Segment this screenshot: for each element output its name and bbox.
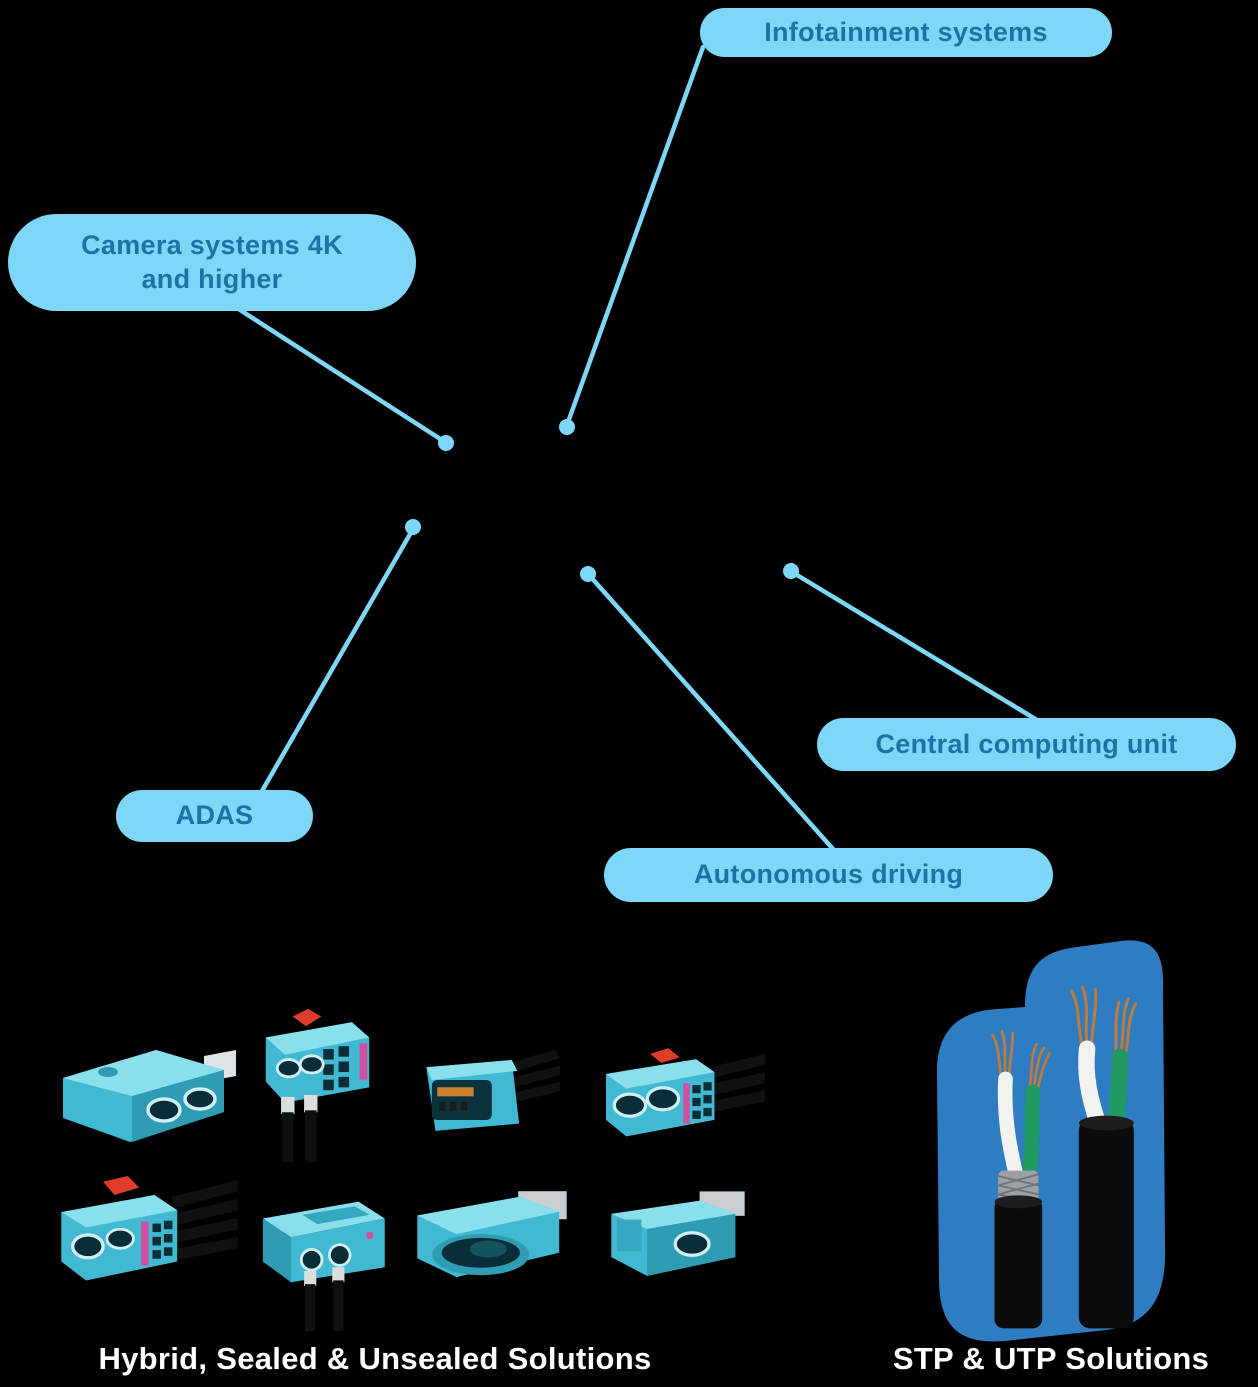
callout-autonomous-driving[interactable]: Autonomous driving bbox=[604, 848, 1053, 902]
callout-central-computing-unit[interactable]: Central computing unit bbox=[817, 718, 1236, 771]
hybrid-connector-1-image bbox=[63, 1050, 236, 1142]
callout-camera-label-line1: Camera systems 4K bbox=[81, 229, 343, 260]
callout-autonomous-label: Autonomous driving bbox=[693, 859, 964, 890]
hybrid-connector-8-image bbox=[611, 1191, 745, 1276]
line-infotainment bbox=[564, 44, 706, 428]
hybrid-connector-3-image bbox=[426, 1049, 560, 1131]
hybrid-connector-6-image bbox=[262, 1201, 385, 1331]
hybrid-connector-5-image bbox=[61, 1176, 238, 1281]
callout-camera-label-line2: and higher bbox=[141, 263, 283, 294]
stp-utp-cables-image bbox=[991, 985, 1138, 1329]
callout-central-computing-label: Central computing unit bbox=[875, 728, 1178, 759]
hybrid-connector-7-image bbox=[417, 1191, 567, 1278]
line-camera bbox=[234, 305, 448, 445]
dot-camera bbox=[438, 435, 454, 451]
line-central-computing bbox=[789, 569, 1040, 723]
dot-infotainment bbox=[559, 419, 575, 435]
callout-infotainment-label: Infotainment systems bbox=[764, 16, 1048, 47]
line-autonomous bbox=[586, 572, 836, 852]
line-adas bbox=[259, 526, 416, 794]
callout-adas[interactable]: ADAS bbox=[116, 790, 313, 842]
callout-infotainment-systems[interactable]: Infotainment systems bbox=[700, 8, 1112, 57]
callout-adas-label: ADAS bbox=[175, 800, 254, 831]
callout-camera-systems[interactable]: Camera systems 4K and higher bbox=[8, 214, 416, 311]
hybrid-connector-2-image bbox=[265, 1008, 370, 1163]
hybrid-connector-4-image bbox=[606, 1048, 765, 1137]
dot-autonomous bbox=[580, 566, 596, 582]
dot-central-computing bbox=[783, 563, 799, 579]
caption-stp-utp-solutions: STP & UTP Solutions bbox=[892, 1341, 1210, 1376]
caption-hybrid-solutions: Hybrid, Sealed & Unsealed Solutions bbox=[98, 1341, 652, 1376]
dot-adas bbox=[405, 519, 421, 535]
